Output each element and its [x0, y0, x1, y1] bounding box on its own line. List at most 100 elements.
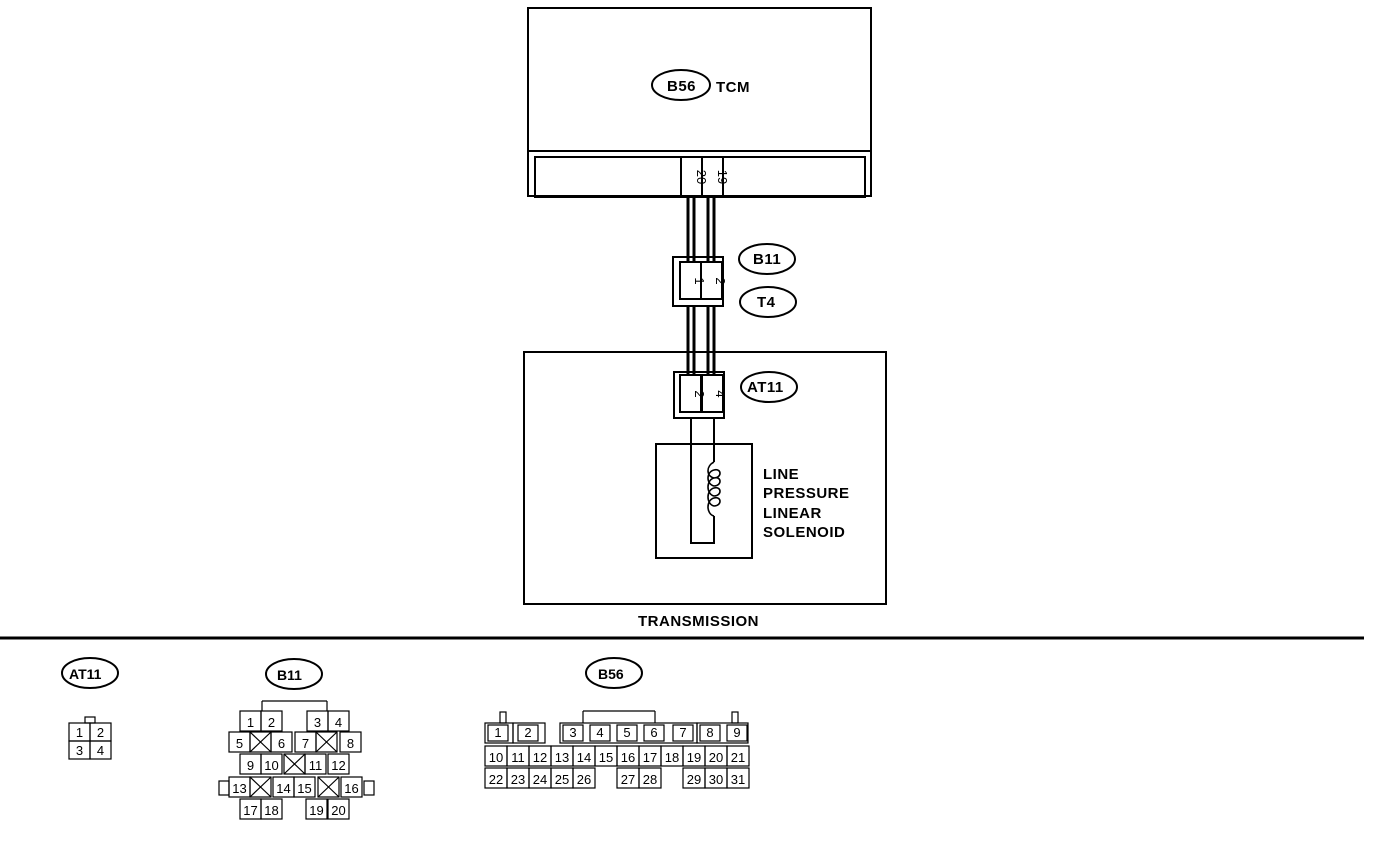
- b11-pin-2: 2: [268, 715, 275, 730]
- b56-view-id: [585, 657, 643, 689]
- solenoid-box: [655, 443, 753, 559]
- at11-view-id: [61, 657, 119, 689]
- tcm-connector-label: B56: [667, 78, 696, 95]
- blank-pin-mark: [249, 731, 272, 753]
- b56-cell: [726, 724, 748, 742]
- b56-pin-19: 19: [687, 750, 701, 765]
- tcm-box: [527, 7, 872, 197]
- b56-pin-1: 1: [494, 725, 501, 740]
- b56-pin-7: 7: [679, 725, 686, 740]
- b56-cell: [589, 724, 611, 742]
- b11-view-title: B11: [277, 667, 302, 683]
- b11-pin-9: 9: [247, 758, 254, 773]
- blank-pin-mark: [283, 753, 306, 775]
- b56-latch-left: [499, 711, 507, 724]
- b11-cell: [270, 731, 293, 753]
- b56-cell: [562, 724, 584, 742]
- b56-pin-18: 18: [665, 750, 679, 765]
- b11-view-id: [265, 658, 323, 690]
- b56-cell: [572, 767, 596, 789]
- b11-pin-17: 17: [243, 803, 257, 818]
- solenoid-label-line3: LINEAR: [763, 505, 822, 522]
- b56-pin-30: 30: [709, 772, 723, 787]
- b11-pin-18: 18: [264, 803, 278, 818]
- b56-pin-27: 27: [621, 772, 635, 787]
- b11-pin-1: 1: [247, 715, 254, 730]
- t4-id: [739, 286, 797, 318]
- solenoid-label-line1: LINE: [763, 466, 799, 483]
- b11-cell: [260, 753, 283, 775]
- b11-latch-left: [218, 780, 230, 796]
- at11-view-title: AT11: [69, 666, 102, 682]
- at11-label: AT11: [747, 379, 784, 396]
- b11-cell: [304, 753, 327, 775]
- b56-latch-right: [731, 711, 739, 724]
- b56-cell: [638, 767, 662, 789]
- b11-pin-19: 19: [309, 803, 323, 818]
- blank-pin-mark: [317, 776, 340, 798]
- b11-pin-7: 7: [302, 736, 309, 751]
- b11-pin-16: 16: [344, 781, 358, 796]
- b56-pin-8: 8: [706, 725, 713, 740]
- b11-cell: [327, 798, 350, 820]
- b56-pin-29: 29: [687, 772, 701, 787]
- at11-pin-2: 2: [97, 725, 104, 740]
- b56-view-title: B56: [598, 666, 624, 682]
- b11-pin-3: 3: [314, 715, 321, 730]
- at11-id: [740, 371, 798, 403]
- b11-pin-20: 20: [331, 803, 345, 818]
- b11-pin-13: 13: [232, 781, 246, 796]
- b11-pin-5: 5: [236, 736, 243, 751]
- b11-pin-10: 10: [264, 758, 278, 773]
- b11-pin-12: 12: [331, 758, 345, 773]
- b56-pin-group: [696, 722, 749, 744]
- b56-cell: [726, 745, 750, 767]
- blank-pin-mark: [315, 731, 338, 753]
- b56-pin-21: 21: [731, 750, 745, 765]
- b11-cell: [260, 710, 283, 732]
- b56-cell: [672, 724, 694, 742]
- b56-pin-4: 4: [596, 725, 603, 740]
- b56-pin-9: 9: [733, 725, 740, 740]
- b56-pin-28: 28: [643, 772, 657, 787]
- blank-pin-cell: [249, 776, 272, 798]
- b56-cell: [517, 724, 539, 742]
- b11-pin-8: 8: [347, 736, 354, 751]
- b11-pin-1: 1: [692, 277, 707, 284]
- at11-pin-3: 3: [76, 743, 83, 758]
- t4-label: T4: [757, 294, 776, 311]
- b11-cell: [327, 753, 350, 775]
- b11-cell: [305, 798, 328, 820]
- b11-cell: [327, 710, 350, 732]
- b11-label: B11: [753, 251, 781, 268]
- b56-cell: [726, 767, 750, 789]
- b56-cell: [487, 724, 509, 742]
- b56-pin-group: [512, 722, 546, 744]
- b56-cell: [616, 724, 638, 742]
- wires: [686, 197, 716, 375]
- b56-pin-13: 13: [555, 750, 569, 765]
- tcm-connector-id: [651, 69, 711, 101]
- solenoid-label-line2: PRESSURE: [763, 485, 850, 502]
- b56-pin-5: 5: [623, 725, 630, 740]
- tcm-label: TCM: [716, 79, 750, 96]
- b11-pin-2: 2: [713, 277, 728, 284]
- blank-pin-mark: [249, 776, 272, 798]
- at11-pin-2: 2: [692, 390, 707, 397]
- b11-cell: [293, 776, 316, 798]
- transmission-label: TRANSMISSION: [638, 613, 759, 630]
- b56-pin-11: 11: [511, 750, 525, 765]
- b56-pin-25: 25: [555, 772, 569, 787]
- b56-pin-17: 17: [643, 750, 657, 765]
- at11-cell: [89, 740, 112, 760]
- b11-cell: [340, 776, 363, 798]
- b56-pin-26: 26: [577, 772, 591, 787]
- b56-pin-6: 6: [650, 725, 657, 740]
- b11-id: [738, 243, 796, 275]
- b56-pin-15: 15: [599, 750, 613, 765]
- at11-pin-4: 4: [713, 390, 728, 397]
- blank-pin-cell: [315, 731, 338, 753]
- b56-pin-20: 20: [709, 750, 723, 765]
- b11-cell: [260, 798, 283, 820]
